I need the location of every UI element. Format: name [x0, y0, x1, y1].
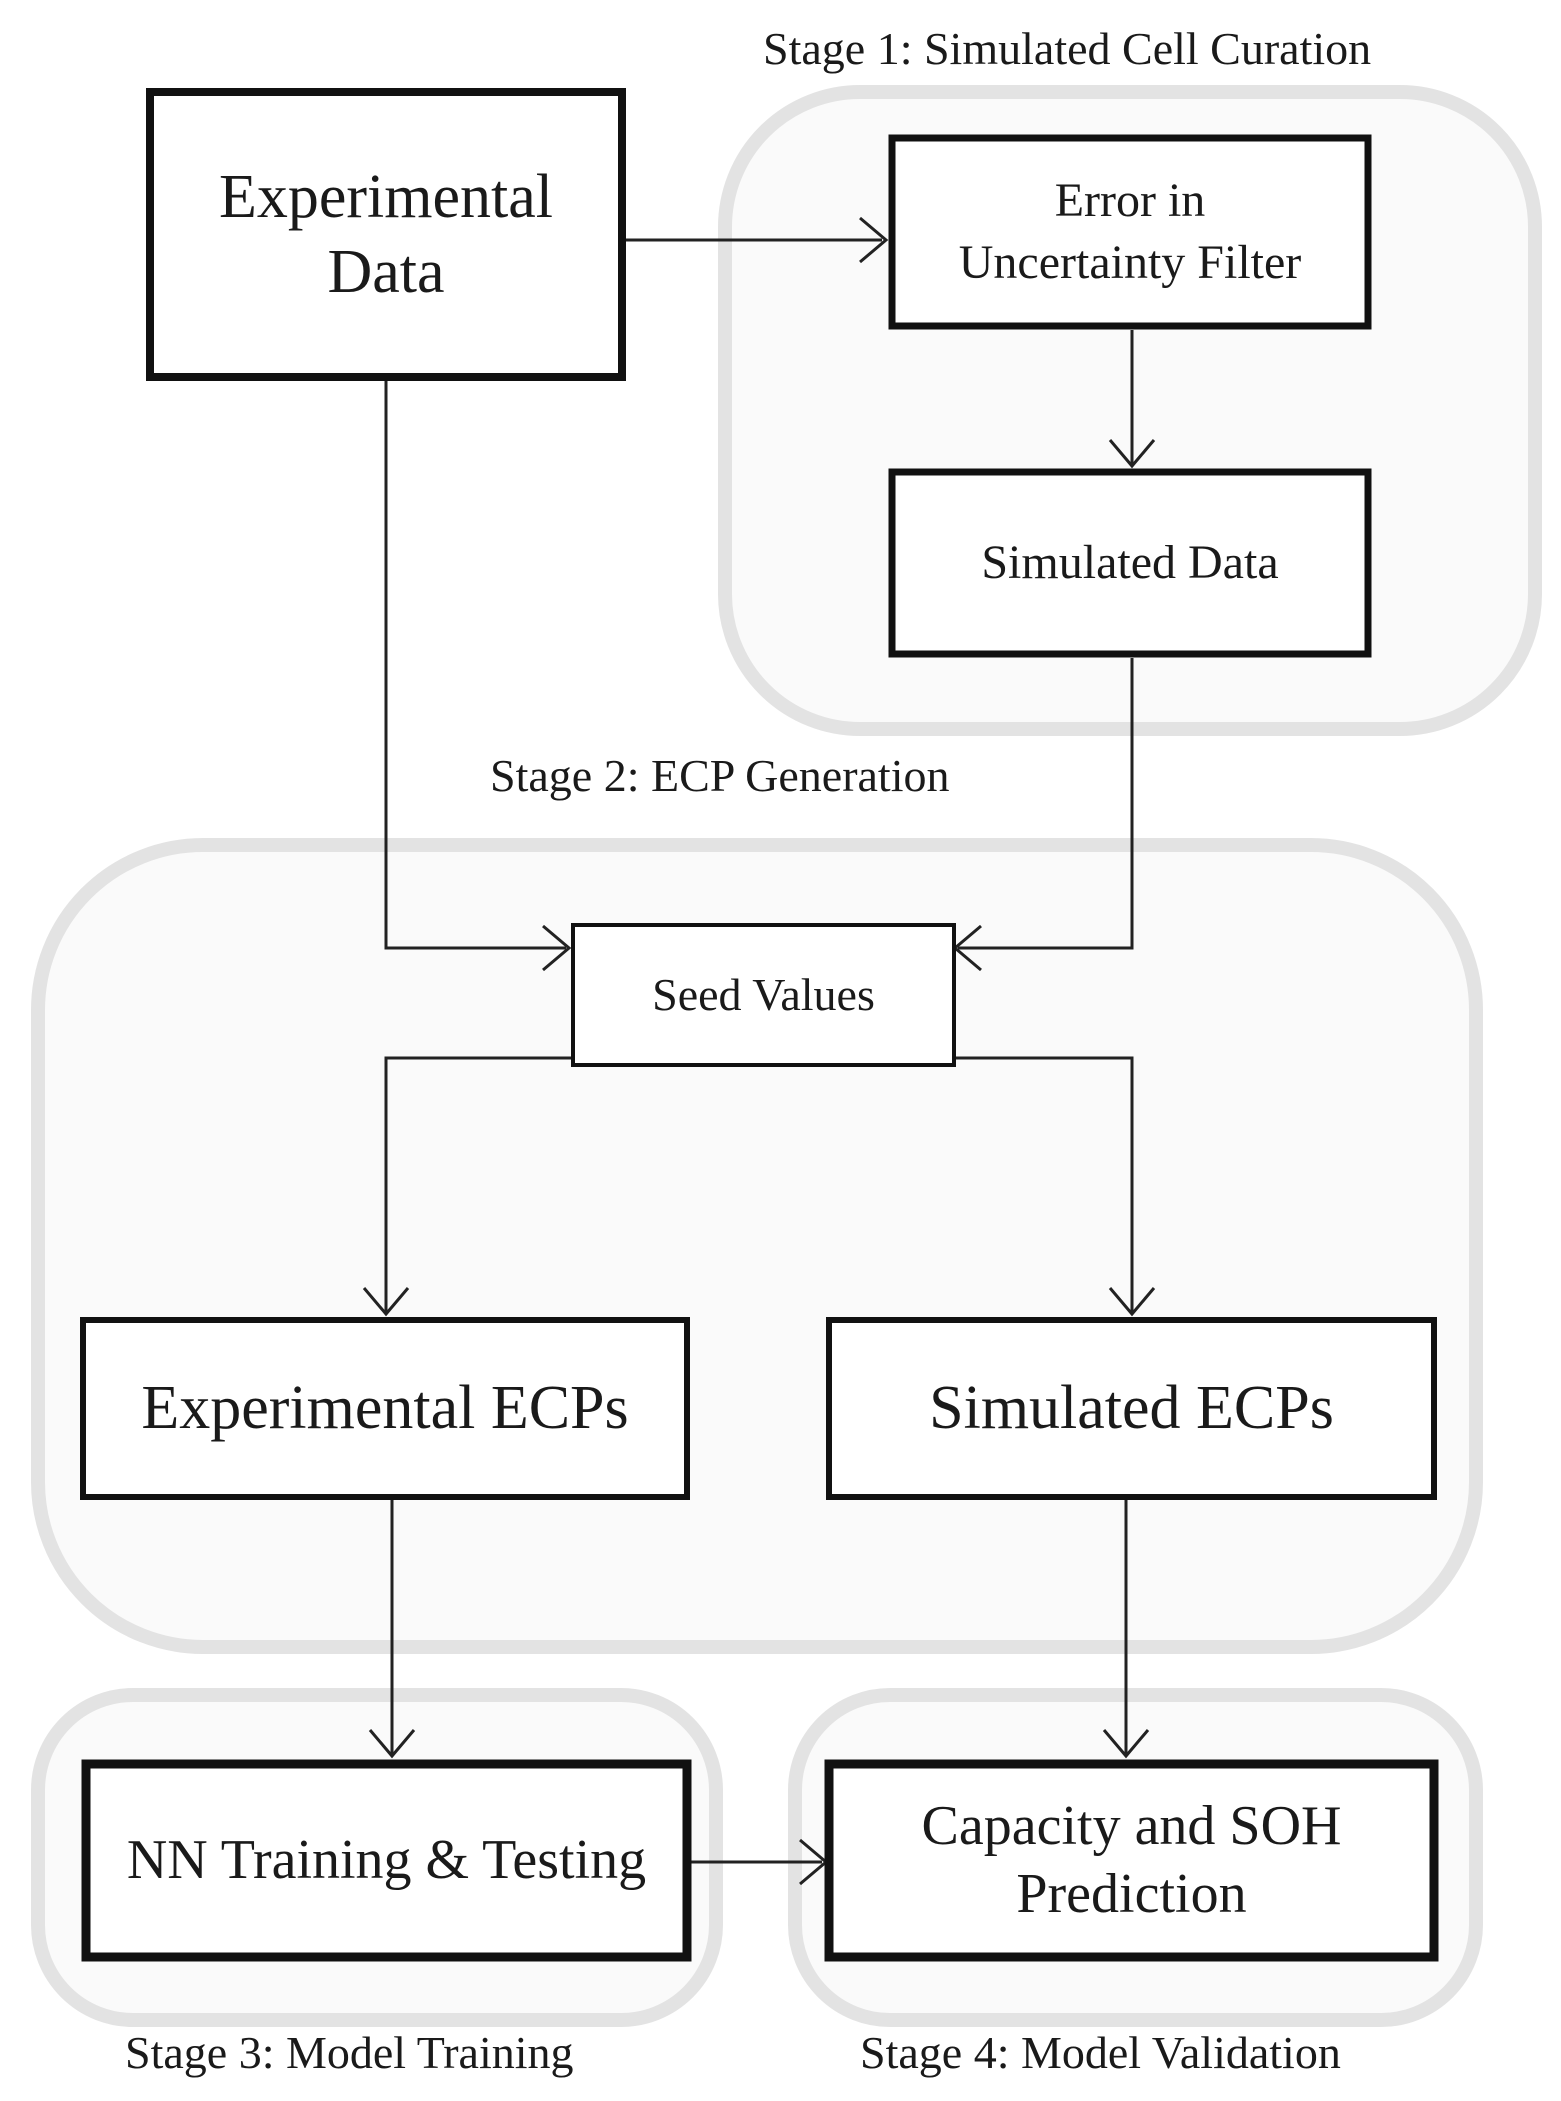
arrowhead-filter [859, 216, 889, 264]
stage2-label: Stage 2: ECP Generation [490, 750, 950, 801]
error-filter-node: Error in Uncertainty Filter [892, 138, 1368, 326]
arrow-experimental-to-seed [384, 380, 566, 950]
experimental-data-box [146, 88, 626, 381]
arrow-simulated-to-seed [958, 658, 1134, 950]
simulated-data-label: Simulated Data [981, 536, 1279, 590]
simulated-data-box [888, 468, 1372, 658]
arrow-seed-to-simulated-ecps [956, 1056, 1134, 1312]
arrowhead-seed-left [542, 924, 572, 972]
experimental-data-label: Experimental Data [219, 163, 553, 306]
experimental-ecps-box [80, 1317, 690, 1500]
capacity-prediction-node: Capacity and SOH Prediction [829, 1764, 1434, 1957]
simulated-ecps-box [826, 1317, 1437, 1500]
experimental-ecps-node: Experimental ECPs [83, 1320, 687, 1497]
experimental-data-node: Experimental Data [150, 92, 622, 377]
arrowhead-training [368, 1729, 416, 1759]
arrowhead-simulated-ecps [1108, 1287, 1156, 1317]
error-filter-label: Error in Uncertainty Filter [958, 173, 1302, 289]
arrowhead-prediction-top [1102, 1729, 1150, 1759]
nn-training-label: NN Training & Testing [126, 1828, 647, 1891]
capacity-prediction-label: Capacity and SOH Prediction [921, 1795, 1342, 1925]
nn-training-box [81, 1759, 692, 1962]
arrowhead-simulated-data [1108, 439, 1156, 469]
seed-values-box [571, 923, 956, 1067]
arrowhead-experimental-ecps [362, 1287, 410, 1317]
stage4-label: Stage 4: Model Validation [860, 2027, 1341, 2078]
seed-values-label: Seed Values [652, 969, 875, 1021]
simulated-ecps-node: Simulated ECPs [829, 1320, 1434, 1497]
arrow-seed-to-experimental-ecps [384, 1056, 572, 1312]
nn-training-node: NN Training & Testing [86, 1764, 687, 1957]
experimental-ecps-label: Experimental ECPs [141, 1374, 629, 1443]
stage1-label: Stage 1: Simulated Cell Curation [763, 23, 1372, 74]
stage3-label: Stage 3: Model Training [125, 2027, 574, 2078]
error-filter-box [888, 134, 1372, 330]
capacity-prediction-box [824, 1759, 1439, 1962]
simulated-data-node: Simulated Data [892, 472, 1368, 654]
simulated-ecps-label: Simulated ECPs [929, 1374, 1334, 1443]
seed-values-node: Seed Values [573, 925, 954, 1065]
